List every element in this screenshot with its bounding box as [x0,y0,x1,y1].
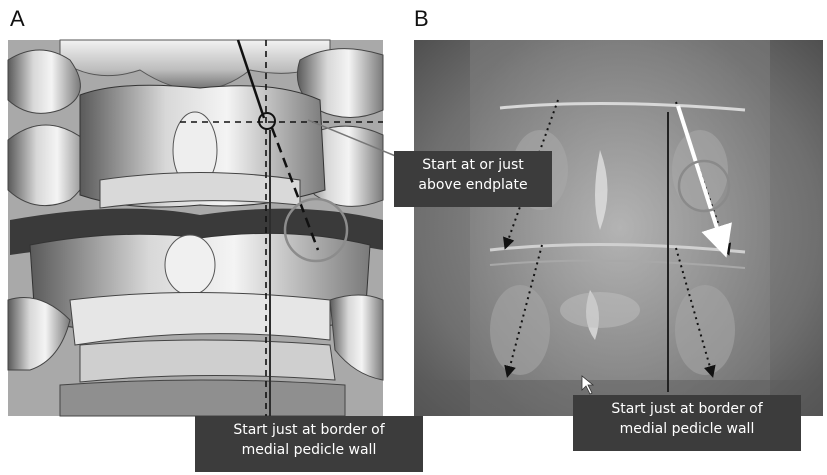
callout-pedicle-b-line1: Start just at border of [579,399,795,419]
callout-endplate: Start at or just above endplate [394,151,552,207]
panel-label-a: A [10,8,25,30]
callout-pedicle-b-line2: medial pedicle wall [579,419,795,439]
callout-pedicle-a-line1: Start just at border of [201,420,417,440]
callout-endplate-line1: Start at or just [400,155,546,175]
callout-pedicle-b: Start just at border of medial pedicle w… [573,395,801,451]
callout-pedicle-a-line2: medial pedicle wall [201,440,417,460]
panel-b-image [414,40,823,416]
panel-a-image [8,40,383,416]
callout-pedicle-a: Start just at border of medial pedicle w… [195,416,423,472]
callout-endplate-line2: above endplate [400,175,546,195]
panel-label-b: B [414,8,429,30]
